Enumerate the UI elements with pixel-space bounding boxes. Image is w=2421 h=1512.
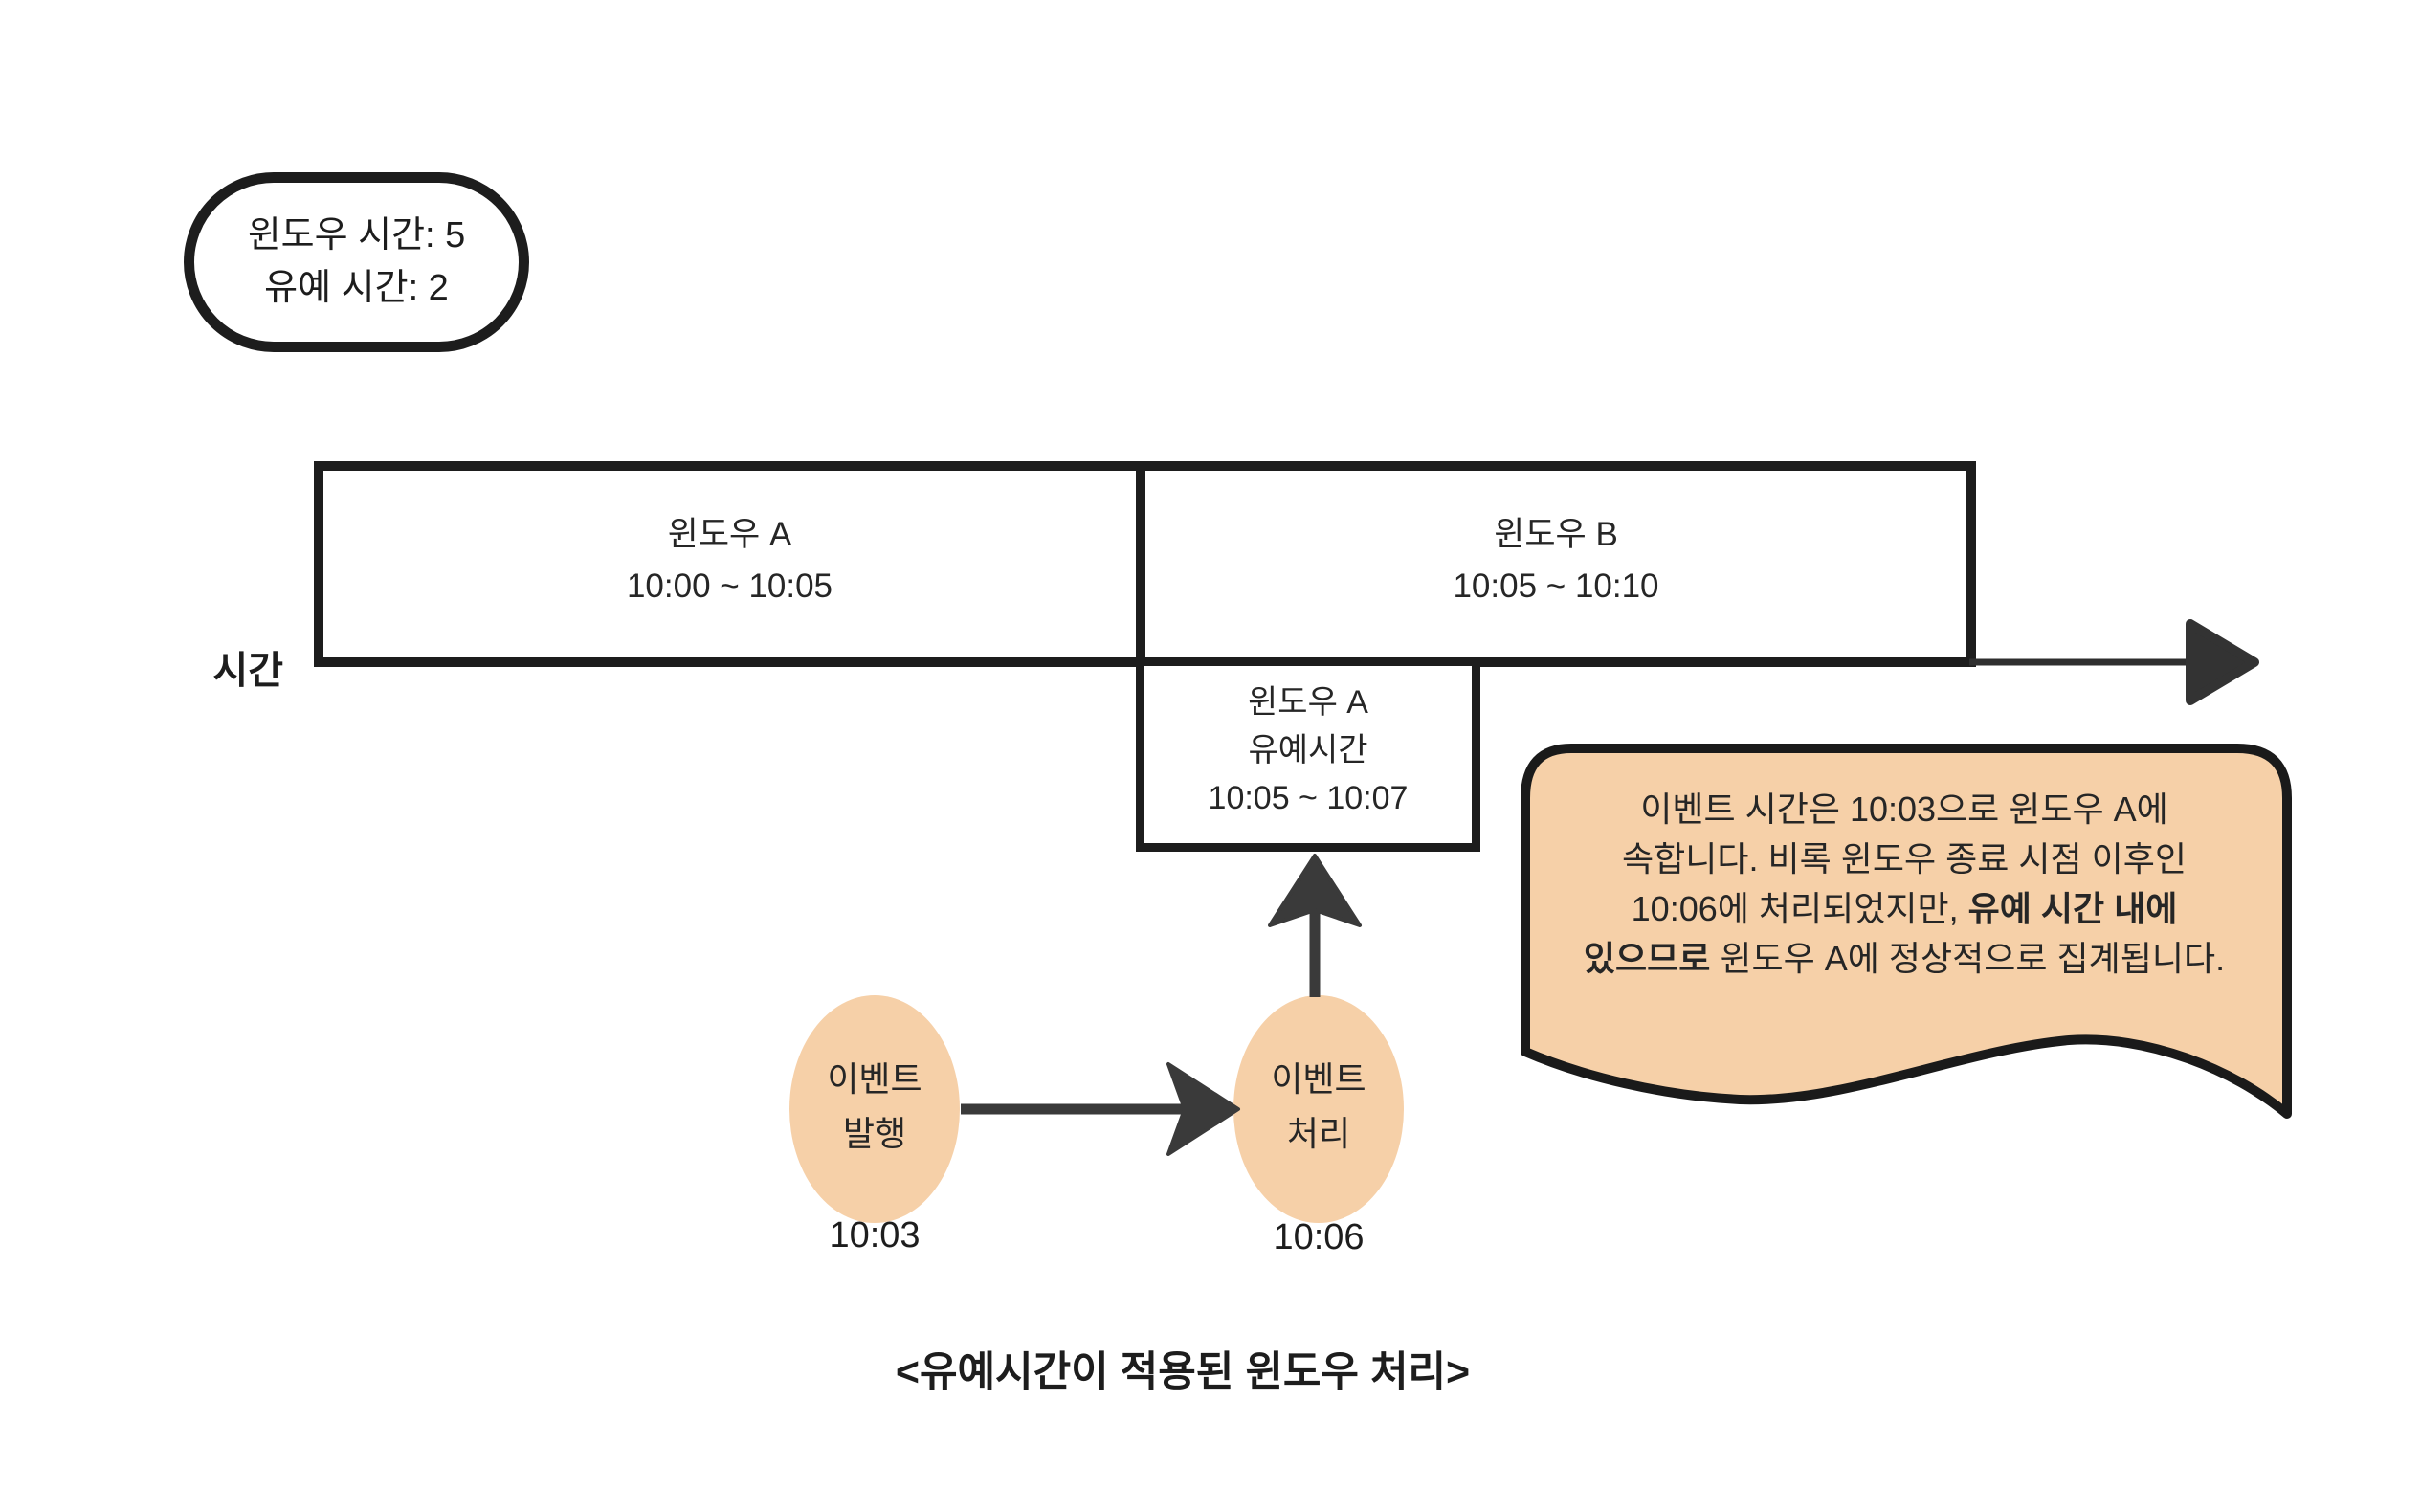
note-line-4-regular: 윈도우 A에 정상적으로 집계됩니다. (1710, 939, 2226, 978)
note-line-1: 이벤트 시간은 10:03으로 윈도우 A에 (1640, 789, 2168, 829)
event-publish-circle: 이벤트 발행 (789, 995, 960, 1223)
note-line-4: 있으므로 윈도우 A에 정상적으로 집계됩니다. (1569, 934, 2239, 984)
note-line-4-bold: 있으므로 (1583, 939, 1711, 978)
grace-subtitle: 유예시간 (1248, 731, 1368, 768)
event-process-line-1: 이벤트 (1271, 1059, 1366, 1099)
window-b-range: 10:05 ~ 10:10 (1453, 567, 1659, 605)
event-process-line-2: 처리 (1286, 1114, 1351, 1153)
publish-to-process-arrowhead-icon (1166, 1062, 1240, 1156)
legend-window-time: 윈도우 시간: 5 (247, 215, 466, 256)
note-line-3: 10:06에 처리되었지만, 유예 시간 내에 (1569, 884, 2239, 934)
note-line-2: 속합니다. 비록 윈도우 종료 시점 이후인 (1622, 839, 2187, 878)
event-process-circle: 이벤트 처리 (1233, 995, 1404, 1223)
grace-range: 10:05 ~ 10:07 (1208, 779, 1409, 816)
event-publish-line-1: 이벤트 (827, 1059, 922, 1099)
window-b-box: 윈도우 B 10:05 ~ 10:10 (1136, 461, 1976, 667)
process-to-grace-arrowhead-icon (1268, 854, 1362, 927)
caption: <유예시간이 적용된 윈도우 처리> (895, 1349, 1471, 1395)
time-axis-label: 시간 (212, 650, 283, 692)
note-text: 이벤트 시간은 10:03으로 윈도우 A에 속합니다. 비록 윈도우 종료 시… (1569, 785, 2239, 984)
legend-grace-time: 유예 시간: 2 (264, 268, 449, 308)
time-axis-arrowhead-icon (2186, 619, 2259, 705)
event-publish-line-2: 발행 (842, 1114, 907, 1153)
note-line-3-regular: 10:06에 처리되었지만, (1631, 889, 1968, 928)
event-process-time: 10:06 (1273, 1217, 1365, 1257)
event-publish-time: 10:03 (829, 1215, 921, 1256)
legend-pill: 윈도우 시간: 5 유예 시간: 2 (184, 172, 529, 352)
grace-period-box: 윈도우 A 유예시간 10:05 ~ 10:07 (1136, 657, 1480, 852)
note-line-3-bold: 유예 시간 내에 (1967, 889, 2178, 928)
window-a-box: 윈도우 A 10:00 ~ 10:05 (314, 461, 1145, 667)
window-b-title: 윈도우 B (1494, 515, 1618, 553)
window-a-range: 10:00 ~ 10:05 (626, 567, 833, 605)
grace-title: 윈도우 A (1248, 683, 1368, 721)
window-a-title: 윈도우 A (667, 515, 792, 553)
